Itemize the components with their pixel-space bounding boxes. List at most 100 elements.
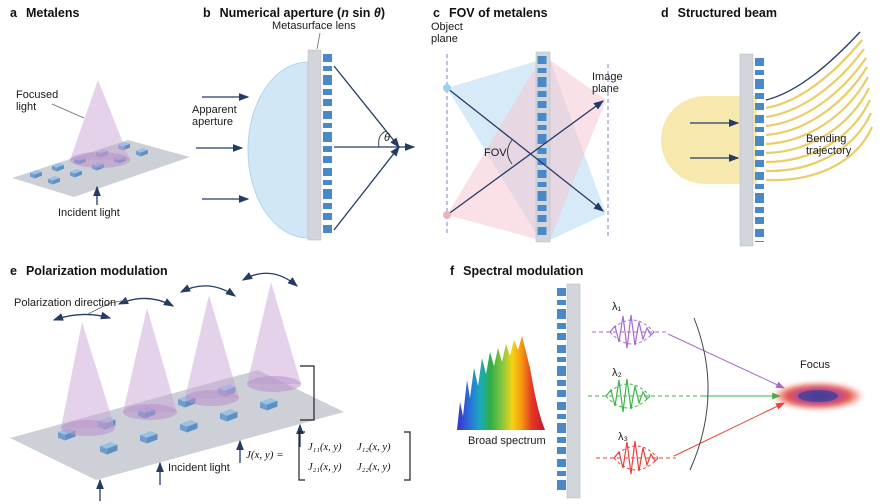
focused-light-label-line2: light <box>16 101 36 113</box>
polarization-arrow-group <box>52 272 298 321</box>
polarization-leader-2 <box>109 299 128 304</box>
panel-e-header: e Polarization modulation <box>10 264 168 278</box>
matrix-entry-22: J₂₂(x, y) <box>357 462 391 473</box>
apparent-aperture-label-line2: aperture <box>192 116 233 128</box>
panel-d-letter: d <box>661 6 669 20</box>
panel-f-title: Spectral modulation <box>463 264 584 278</box>
panel-f-figure: Broad spectrum λ₁ λ₂ λ₃ <box>457 283 864 499</box>
bending-trajectory-label-line1: Bending <box>806 133 846 145</box>
polarized-cone <box>61 322 115 428</box>
chief-ray-bottom-object <box>446 100 605 216</box>
wavelet-lambda2 <box>588 378 782 413</box>
panel-c-figure: FOV Object plane Image plane <box>431 21 623 243</box>
polarization-arrow-2 <box>117 296 175 307</box>
metasurface-bar <box>566 283 581 499</box>
panel-b-header: b Numerical aperture (n sin θ) <box>203 6 385 20</box>
panel-f-letter: f <box>450 264 455 278</box>
cone-base <box>247 376 301 392</box>
image-plane-label-line2: plane <box>592 83 619 95</box>
image-plane-label-line1: Image <box>592 71 623 83</box>
converging-ray-bottom <box>333 145 400 231</box>
beam-arrow-group <box>690 119 740 162</box>
theta-label: θ <box>384 132 390 144</box>
lambda3-ray-to-focus <box>673 402 786 457</box>
panel-a-figure: Focused light Incident light <box>12 80 190 219</box>
panel-c-title: FOV of metalens <box>448 6 548 20</box>
panel-d-title: Structured beam <box>677 6 777 20</box>
polarized-cone <box>185 295 239 398</box>
object-point-bottom <box>443 211 451 219</box>
focused-light-label-line1: Focused <box>16 89 58 101</box>
pink-cone-object-side <box>447 60 540 240</box>
focus-spot-core <box>798 390 838 402</box>
polarized-cone-group <box>61 282 301 436</box>
chief-ray-top-object <box>446 87 605 212</box>
apparent-aperture-lens <box>247 61 309 239</box>
panel-d-header: d Structured beam <box>661 6 777 20</box>
bending-main-ray-group <box>765 31 861 101</box>
incident-light-label: Incident light <box>58 207 120 219</box>
panel-c-header: c FOV of metalens <box>433 6 548 20</box>
polarized-cone <box>247 282 301 384</box>
polarized-cone <box>123 308 177 412</box>
panel-f-header: f Spectral modulation <box>450 264 583 278</box>
lambda3-label: λ₃ <box>618 431 628 443</box>
panel-b-letter: b <box>203 6 211 20</box>
panel-e-figure: Polarization direction Incident light J(… <box>10 272 411 501</box>
focus-label: Focus <box>800 359 830 371</box>
matrix-pointer-bracket <box>300 365 315 421</box>
lambda1-ray-to-focus <box>667 333 786 389</box>
metasurface-lens-leader <box>316 32 321 50</box>
fov-angle-arc <box>507 139 513 165</box>
matrix-right-bracket <box>404 431 411 481</box>
panel-b-title: Numerical aperture (n sin θ) <box>219 6 386 20</box>
panel-a-letter: a <box>10 6 17 20</box>
object-plane-label-line2: plane <box>431 33 458 45</box>
wavelet-lambda3 <box>596 402 786 475</box>
panel-e-title: Polarization modulation <box>25 264 168 278</box>
panel-c-letter: c <box>433 6 440 20</box>
input-beam <box>661 96 757 184</box>
broad-spectrum-label: Broad spectrum <box>468 435 546 447</box>
polarization-leader-1 <box>87 302 111 315</box>
bending-trajectory-label-line2: trajectory <box>806 145 852 157</box>
panel-e-letter: e <box>10 264 17 278</box>
substrate-sheet <box>10 370 344 480</box>
wavefront-arc <box>689 317 709 471</box>
polarization-direction-label: Polarization direction <box>14 297 116 309</box>
cone-base <box>185 390 239 406</box>
object-point-top <box>443 84 451 92</box>
object-plane-label-line1: Object <box>431 21 463 33</box>
matrix-entry-21: J₂₁(x, y) <box>308 462 342 473</box>
fov-label: FOV <box>484 147 507 159</box>
cone-base <box>61 420 115 436</box>
metasurface-lens-label: Metasurface lens <box>272 20 356 32</box>
panel-a-header: a Metalens <box>10 6 79 20</box>
broad-spectrum-shape <box>457 336 545 430</box>
panel-a-title: Metalens <box>25 6 80 20</box>
ray-group-b <box>196 65 416 231</box>
bending-fan <box>765 39 874 182</box>
polarization-arrow-3 <box>179 284 237 297</box>
theta-angle-arc <box>378 130 387 148</box>
metasurface-bar <box>739 53 754 247</box>
apparent-aperture-label-line1: Apparent <box>192 104 237 116</box>
panel-b-figure: θ Metasurface lens Apparent aperture <box>192 20 416 241</box>
incident-arrow-group <box>96 423 304 501</box>
bending-main-ray <box>765 31 861 101</box>
focused-light-cone-base <box>70 152 130 168</box>
focused-light-leader <box>51 103 85 119</box>
cone-base <box>123 404 177 420</box>
lambda2-label: λ₂ <box>612 367 622 379</box>
incident-light-label: Incident light <box>168 462 230 474</box>
lambda1-label: λ₁ <box>612 301 622 313</box>
wavelet-lambda1 <box>592 314 786 389</box>
matrix-entry-12: J₁₂(x, y) <box>357 442 391 453</box>
pink-cone-image-side <box>550 60 606 240</box>
converging-ray-top <box>333 65 400 149</box>
jones-prefix: J(x, y) = <box>246 449 284 461</box>
polarization-arrow-4 <box>241 272 298 287</box>
polarization-arrow-1 <box>52 311 112 321</box>
